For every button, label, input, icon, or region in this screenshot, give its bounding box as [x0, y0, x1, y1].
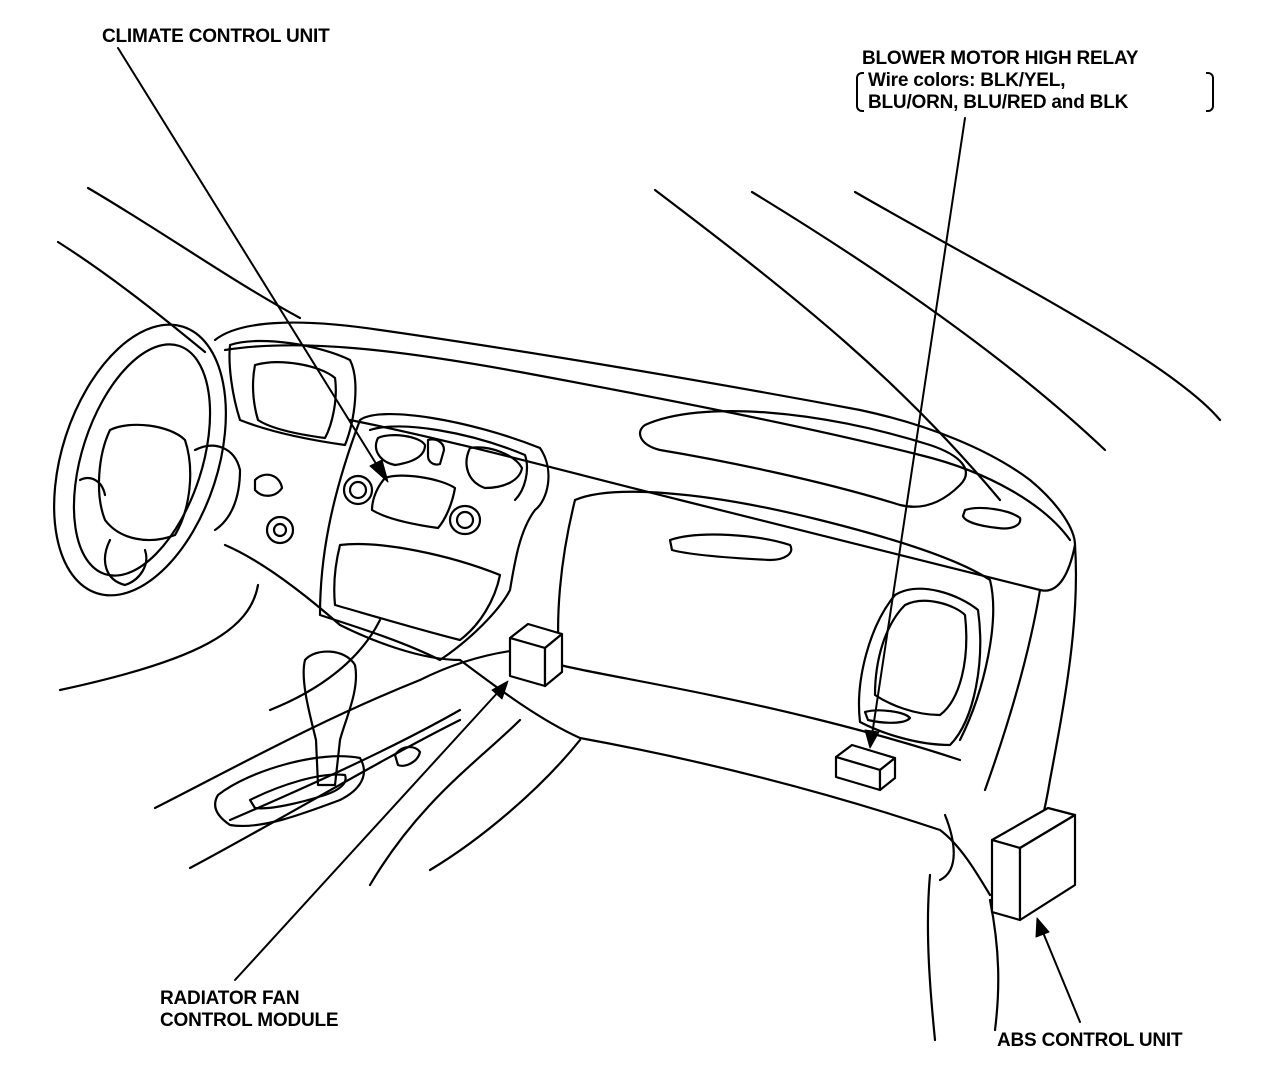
driver-knee	[58, 583, 260, 692]
label-abs-control-unit: ABS CONTROL UNIT	[997, 1030, 1183, 1052]
label-abs-control-unit-text: ABS CONTROL UNIT	[997, 1030, 1183, 1051]
center-vent-slot	[426, 438, 446, 466]
windshield-line-4	[750, 190, 1107, 452]
leader-blower-relay	[871, 117, 966, 736]
dashboard-top	[213, 321, 1077, 547]
console-edge-2	[188, 718, 462, 870]
shift-gate-inner	[248, 773, 347, 810]
center-vent-1	[374, 434, 427, 467]
driver-knee-2	[268, 618, 382, 712]
defrost-vent	[638, 410, 967, 508]
dash-lower-edge	[458, 658, 992, 897]
steering-column	[193, 444, 242, 532]
console-side	[368, 718, 522, 887]
climate-knob-right-inner	[455, 510, 475, 530]
ignition-inner	[272, 522, 288, 538]
label-blower-motor-high-relay: BLOWER MOTOR HIGH RELAY Wire colors: BLK…	[862, 48, 1138, 114]
label-climate-control-unit: CLIMATE CONTROL UNIT	[102, 26, 330, 48]
label-blower-relay-line1: Wire colors: BLK/YEL,	[868, 70, 1066, 91]
steering-hub	[97, 423, 192, 542]
console-edge-1	[153, 646, 542, 810]
steering-spoke-left	[78, 477, 107, 497]
arrowhead-blower-relay	[864, 729, 880, 749]
glovebox-outline	[573, 490, 995, 742]
steering-spoke-lower	[103, 538, 148, 587]
label-blower-relay-line2: BLU/ORN, BLU/RED and BLK	[868, 92, 1129, 113]
label-radiator-fan-line1: RADIATOR FAN	[160, 988, 300, 1009]
kick-panel	[926, 873, 937, 1042]
windshield-line-1	[86, 186, 302, 320]
windshield-line-2	[56, 240, 207, 354]
label-blower-relay-title: BLOWER MOTOR HIGH RELAY	[862, 48, 1139, 69]
climate-display	[370, 474, 457, 530]
abs-unit-front	[990, 838, 1022, 922]
lower-right-vent-outer	[858, 587, 982, 747]
arrowhead-abs-control-unit	[1035, 917, 1050, 938]
leader-climate-control-unit	[117, 47, 381, 471]
vent-slot	[863, 709, 912, 724]
climate-knob-left	[342, 474, 374, 506]
radio-panel	[333, 542, 502, 642]
windshield-line-3	[653, 188, 1002, 502]
label-climate-control-unit-text: CLIMATE CONTROL UNIT	[102, 26, 330, 47]
column-switch	[253, 473, 284, 497]
center-stack-outer	[318, 412, 550, 662]
dashboard-front-edge	[348, 418, 1077, 592]
radiator-fan-module-side	[543, 632, 564, 688]
side-vent-right	[961, 506, 1022, 530]
glovebox-handle	[668, 533, 793, 562]
arrowhead-radiator-fan	[491, 680, 509, 700]
label-radiator-fan-control-module: RADIATOR FAN CONTROL MODULE	[160, 988, 339, 1032]
shift-gate-outer	[214, 755, 366, 827]
driver-lower-dash	[223, 543, 462, 662]
instrument-hood	[228, 339, 357, 447]
steering-wheel-inner	[72, 343, 212, 577]
glovebox-lower	[557, 498, 962, 762]
center-stack-inner	[368, 425, 529, 502]
arrowhead-climate-control-unit	[369, 459, 389, 483]
console-button	[393, 746, 422, 767]
windshield-line-5	[853, 190, 1222, 422]
leader-radiator-fan	[234, 689, 501, 981]
instrument-face	[251, 361, 337, 440]
steering-wheel-outer	[53, 323, 227, 597]
abs-unit-side	[1018, 813, 1077, 922]
kick-panel-2	[988, 898, 1000, 1032]
leader-abs-control-unit	[1041, 929, 1081, 1023]
dashboard-top-inner	[223, 344, 1072, 542]
right-side-panel-2	[983, 588, 1042, 792]
label-radiator-fan-line2: CONTROL MODULE	[160, 1010, 339, 1031]
console-side-2	[428, 738, 582, 872]
dash-lower-edge-2	[938, 813, 955, 882]
wire-colors-bracket-right	[1206, 72, 1214, 112]
center-vent-2	[465, 446, 524, 490]
lower-right-vent-inner	[873, 599, 968, 717]
console-edge-3	[228, 708, 462, 822]
climate-knob-right	[448, 504, 482, 536]
climate-knob-left-inner	[348, 480, 368, 500]
wire-colors-bracket-left	[856, 72, 864, 112]
blower-relay-side	[878, 756, 897, 792]
ignition	[265, 515, 295, 545]
shift-knob	[302, 650, 358, 787]
